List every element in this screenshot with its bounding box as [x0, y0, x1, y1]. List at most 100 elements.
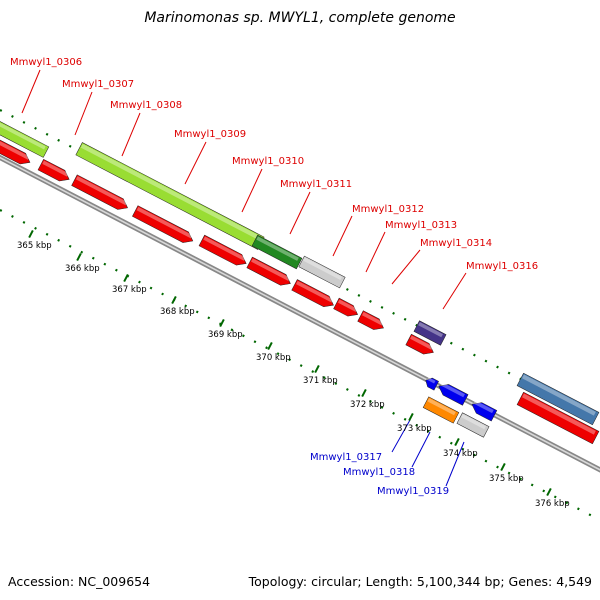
gene-label-forward: Mmwyl1_0313	[385, 220, 457, 231]
gene-feature	[75, 142, 265, 250]
label-leader	[391, 249, 421, 285]
kbp-tick	[500, 462, 506, 472]
label-leader	[442, 272, 467, 310]
label-leader	[411, 431, 431, 468]
gene-feature-shape	[37, 158, 70, 182]
gene-feature-shape	[71, 174, 128, 210]
gene-feature	[438, 382, 469, 406]
gene-feature-shape	[422, 396, 460, 424]
gene-feature-shape	[0, 135, 31, 165]
gene-feature-shine	[75, 176, 128, 206]
gene-feature-shape	[333, 297, 359, 317]
gene-feature	[198, 234, 247, 266]
gene-labels: Mmwyl1_0306Mmwyl1_0307Mmwyl1_0308Mmwyl1_…	[10, 57, 538, 497]
kbp-label: 365 kbp	[17, 241, 52, 251]
gene-feature-shape	[405, 333, 434, 355]
gene-feature-shape	[413, 320, 447, 346]
gene-feature	[132, 205, 194, 243]
kbp-label: 371 kbp	[303, 376, 338, 386]
gene-feature	[0, 135, 31, 165]
gene-label-forward: Mmwyl1_0306	[10, 57, 82, 68]
gene-feature	[71, 174, 128, 210]
kbp-tick	[76, 252, 82, 262]
gene-feature-shine	[136, 207, 193, 239]
kbp-label: 370 kbp	[256, 353, 291, 363]
kbp-tick	[28, 229, 34, 239]
gene-feature	[405, 333, 434, 355]
gene-label-forward: Mmwyl1_0310	[232, 156, 304, 167]
gene-feature	[413, 320, 447, 346]
gene-feature-shine	[0, 115, 46, 150]
gene-feature	[246, 256, 291, 286]
gene-feature-shine	[42, 160, 69, 177]
gene-feature-shine	[361, 312, 384, 326]
kbp-tick	[171, 295, 177, 305]
gene-feature	[291, 279, 334, 308]
label-leader	[289, 191, 311, 235]
gene-feature-shine	[251, 258, 291, 281]
gene-feature-shine	[440, 382, 465, 398]
map-title: Marinomonas sp. MWYL1, complete genome	[144, 10, 456, 26]
gene-feature-shine	[296, 280, 334, 303]
kbp-tick	[408, 412, 414, 422]
genome-backbone	[0, 154, 600, 473]
gene-feature	[456, 412, 490, 438]
gene-feature	[298, 255, 346, 289]
kbp-tick	[546, 487, 552, 497]
gene-feature-shine	[80, 143, 262, 241]
gene-feature-shine	[427, 377, 436, 384]
gene-feature-shape	[198, 234, 247, 266]
gene-feature-shine	[427, 398, 456, 416]
kbp-label: 376 kbp	[535, 499, 570, 509]
kbp-tick	[361, 388, 367, 398]
label-leader	[332, 215, 353, 257]
label-leader	[21, 69, 41, 114]
gene-label-forward: Mmwyl1_0316	[466, 261, 538, 272]
gene-feature	[425, 377, 439, 391]
kbp-label: 375 kbp	[489, 474, 524, 484]
gene-label-forward: Mmwyl1_0309	[174, 129, 246, 140]
kbp-label: 366 kbp	[65, 264, 100, 274]
kbp-tick	[314, 364, 320, 374]
genome-summary-text: Topology: circular; Length: 5,100,344 bp…	[248, 574, 592, 589]
label-leader	[365, 231, 386, 273]
label-leader	[74, 91, 93, 136]
kbp-label: 369 kbp	[208, 330, 243, 340]
gene-feature	[251, 234, 303, 270]
label-leader	[445, 441, 465, 487]
kbp-tick	[219, 318, 225, 328]
gene-feature-shine	[0, 137, 30, 160]
gene-label-forward: Mmwyl1_0311	[280, 179, 352, 190]
kbp-tick	[267, 341, 273, 351]
gene-feature-shape	[246, 256, 291, 286]
backbone-highlight	[0, 156, 600, 471]
gene-label-reverse: Mmwyl1_0317	[310, 452, 382, 463]
gene-label-reverse: Mmwyl1_0318	[343, 467, 415, 478]
gene-feature-shape	[132, 205, 194, 243]
label-leader	[121, 112, 141, 157]
accession-text: Accession: NC_009654	[8, 574, 151, 589]
gene-feature	[37, 158, 70, 182]
gene-label-reverse: Mmwyl1_0319	[377, 486, 449, 497]
gene-feature-shine	[303, 257, 343, 280]
gene-feature-shine	[473, 400, 494, 414]
gene-feature	[516, 391, 600, 445]
gene-feature-shape	[471, 402, 498, 422]
gene-feature-shape	[516, 391, 600, 445]
label-leader	[184, 141, 207, 185]
gene-feature-shine	[337, 299, 358, 312]
gene-feature-shape	[438, 384, 469, 406]
gene-feature-shape	[0, 114, 50, 158]
gene-feature-shape	[291, 279, 334, 308]
gene-feature-shape	[425, 377, 439, 391]
backbone-line	[0, 154, 600, 473]
gene-feature-shine	[256, 236, 299, 261]
gene-feature-shape	[75, 142, 265, 250]
gene-feature	[516, 372, 600, 426]
gene-feature	[422, 396, 460, 424]
gene-feature-shape	[456, 412, 490, 438]
gene-features	[0, 114, 600, 445]
gene-feature	[0, 114, 50, 158]
